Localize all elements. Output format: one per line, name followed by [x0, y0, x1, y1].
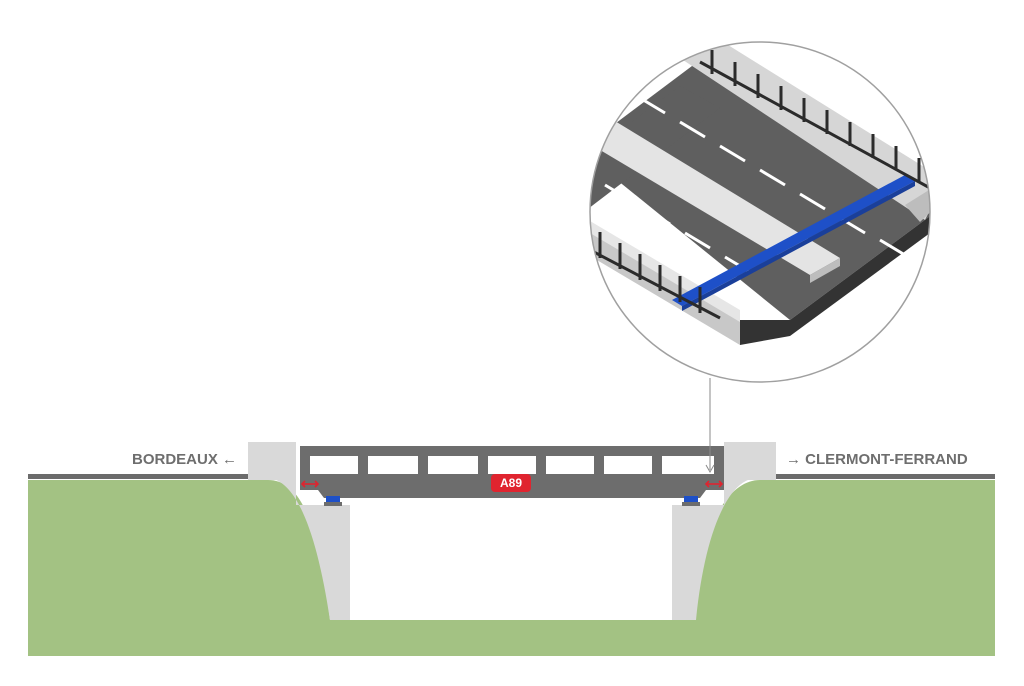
- callout-arrow-icon: [705, 464, 715, 474]
- expansion-joint: [672, 175, 915, 306]
- road-shield-label: A89: [500, 476, 522, 490]
- guardrail-left: [590, 232, 721, 320]
- zoom-detail: [590, 42, 930, 382]
- road-left: [28, 474, 250, 479]
- bearing-right: [684, 496, 698, 502]
- ground-terrain: [28, 480, 995, 656]
- bearing-right-base: [682, 502, 700, 506]
- road-shield: [491, 474, 531, 492]
- lane-markings: [604, 96, 906, 274]
- double-arrow-icon: [300, 480, 320, 488]
- right-direction-label: → CLERMONT-FERRAND: [786, 451, 968, 468]
- bearing-left-base: [324, 502, 342, 506]
- left-abutment: [248, 442, 350, 620]
- double-arrow-icon: [704, 480, 724, 488]
- right-abutment: [672, 442, 776, 620]
- left-direction-label: BORDEAUX ←: [132, 451, 237, 468]
- bearing-left: [326, 496, 340, 502]
- zoom-circle: [589, 41, 931, 383]
- guardrail-right: [699, 50, 930, 190]
- road-right: [775, 474, 995, 479]
